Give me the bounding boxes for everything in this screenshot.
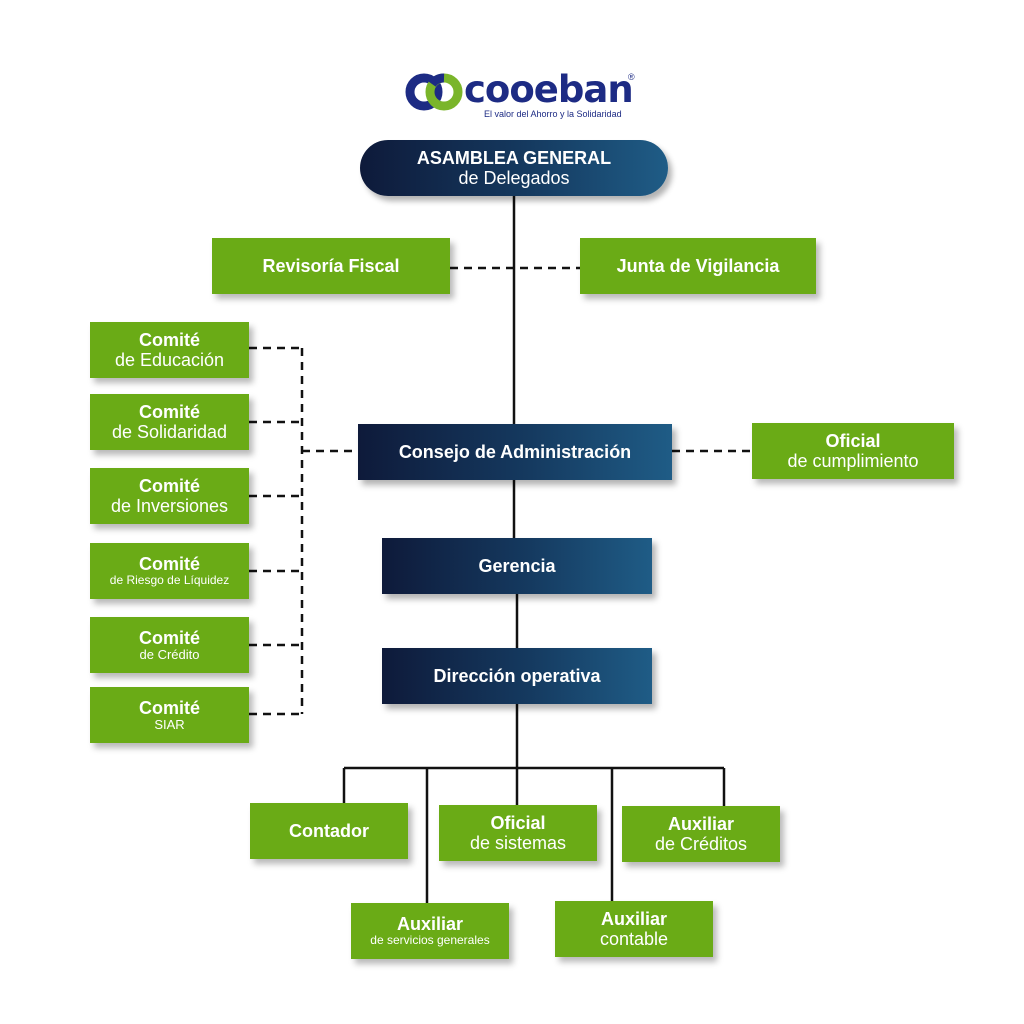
node-direccion-label: Dirección operativa: [433, 665, 601, 686]
logo-mark-icon: [405, 73, 463, 111]
comite-siar-line2: SIAR: [154, 716, 185, 732]
comite-riesgo-line1: Comité: [138, 554, 200, 575]
node-comite-educacion: Comité de Educación: [90, 322, 249, 378]
auxiliar-creditos-line1: Auxiliar: [667, 813, 735, 834]
node-auxiliar-contable: Auxiliar contable: [555, 901, 713, 957]
cooeban-logo: cooeban ® El valor del Ahorro y la Solid…: [404, 68, 636, 124]
comite-educacion-line2: de Educación: [114, 350, 225, 370]
node-gerencia-label: Gerencia: [478, 555, 556, 576]
comite-solidaridad-line2: de Solidaridad: [111, 422, 228, 442]
node-contador: Contador: [250, 803, 408, 859]
node-oficial-cumplimiento: Oficial de cumplimiento: [752, 423, 954, 479]
comite-inversiones-line1: Comité: [138, 475, 200, 496]
oficial-sistemas-line2: de sistemas: [469, 833, 567, 853]
node-oficial-sistemas: Oficial de sistemas: [439, 805, 597, 861]
comite-educacion-line1: Comité: [138, 329, 200, 350]
node-comite-solidaridad: Comité de Solidaridad: [90, 394, 249, 450]
auxiliar-contable-line1: Auxiliar: [600, 908, 668, 929]
comite-siar-line1: Comité: [138, 697, 200, 718]
node-auxiliar-servicios-generales: Auxiliar de servicios generales: [351, 903, 509, 959]
node-asamblea-line2: de Delegados: [458, 168, 570, 188]
oficial-sistemas-line1: Oficial: [490, 812, 546, 833]
oficial-cumplimiento-line1: Oficial: [825, 430, 881, 451]
node-junta-label: Junta de Vigilancia: [616, 255, 780, 276]
logo-registered-mark: ®: [628, 72, 635, 82]
comite-inversiones-line2: de Inversiones: [110, 496, 229, 516]
auxiliar-servicios-line1: Auxiliar: [396, 914, 464, 935]
node-revisoria-fiscal: Revisoría Fiscal: [212, 238, 450, 294]
node-auxiliar-creditos: Auxiliar de Créditos: [622, 806, 780, 862]
node-junta-vigilancia: Junta de Vigilancia: [580, 238, 816, 294]
comite-credito-line1: Comité: [138, 627, 200, 648]
auxiliar-contable-line2: contable: [599, 929, 669, 949]
node-consejo-administracion: Consejo de Administración: [358, 424, 672, 480]
comite-riesgo-line2: de Riesgo de Líquidez: [109, 573, 230, 588]
node-comite-siar: Comité SIAR: [90, 687, 249, 743]
node-comite-inversiones: Comité de Inversiones: [90, 468, 249, 524]
node-asamblea-line1: ASAMBLEA GENERAL: [416, 147, 612, 168]
comite-credito-line2: de Crédito: [139, 646, 200, 662]
node-comite-credito: Comité de Crédito: [90, 617, 249, 673]
node-comite-riesgo: Comité de Riesgo de Líquidez: [90, 543, 249, 599]
node-asamblea-general: ASAMBLEA GENERAL de Delegados: [360, 140, 668, 196]
node-revisoria-label: Revisoría Fiscal: [262, 255, 400, 276]
node-gerencia: Gerencia: [382, 538, 652, 594]
node-direccion-operativa: Dirección operativa: [382, 648, 652, 704]
auxiliar-creditos-line2: de Créditos: [654, 834, 748, 854]
logo-tagline: El valor del Ahorro y la Solidaridad: [484, 109, 622, 119]
logo-wordmark: cooeban: [464, 68, 634, 111]
node-consejo-label: Consejo de Administración: [398, 441, 632, 462]
comite-solidaridad-line1: Comité: [138, 401, 200, 422]
auxiliar-servicios-line2: de servicios generales: [370, 933, 490, 948]
node-contador-label: Contador: [289, 820, 369, 841]
oficial-cumplimiento-line2: de cumplimiento: [787, 451, 919, 471]
